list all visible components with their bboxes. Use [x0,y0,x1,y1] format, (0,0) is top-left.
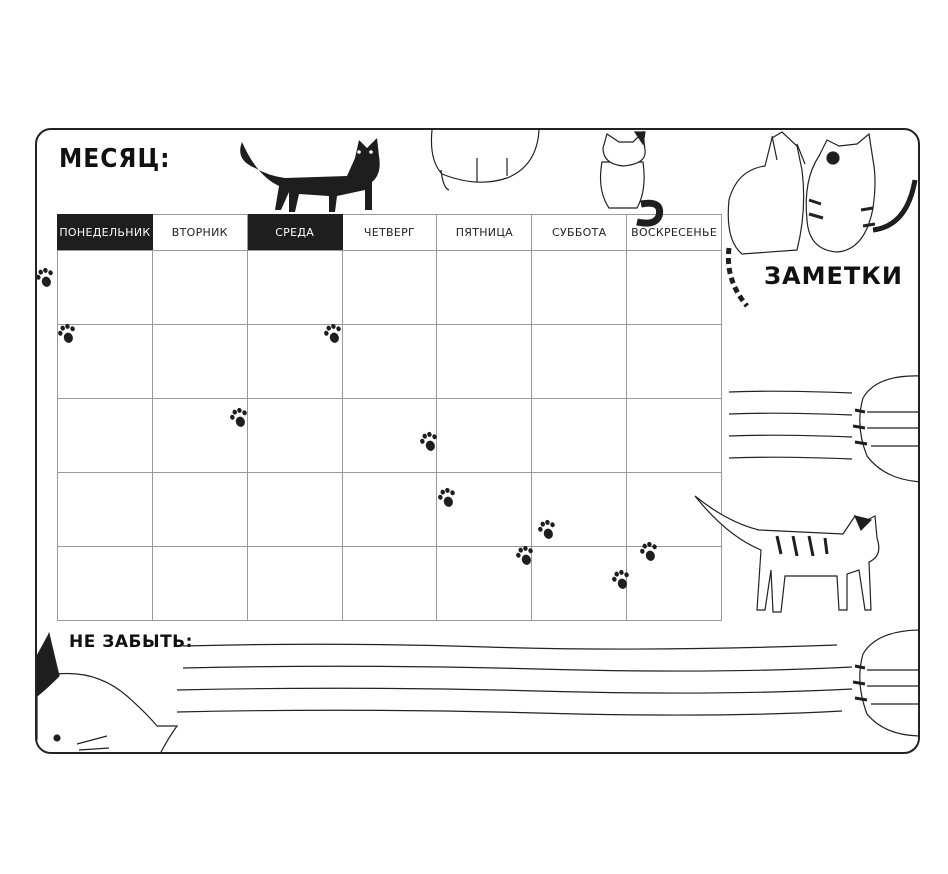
calendar-day-cell[interactable] [627,325,722,399]
calendar-day-cell[interactable] [627,473,722,547]
cat-illustration [852,375,918,483]
notes-label: ЗАМЕТКИ [764,262,903,290]
paw-print-icon [516,545,533,565]
calendar-day-cell[interactable] [247,325,343,399]
calendar-day-cell[interactable] [58,399,153,473]
paw-print-icon [438,487,455,507]
calendar-day-cell[interactable] [437,547,533,621]
paw-print-icon [640,541,657,561]
calendar-day-cell[interactable] [532,251,628,325]
paw-print-icon [420,431,437,451]
weekday-tuesday: ВТОРНИК [152,214,248,250]
weekday-header: ПОНЕДЕЛЬНИК ВТОРНИК СРЕДА ЧЕТВЕРГ ПЯТНИЦ… [57,214,723,250]
calendar-grid [57,250,722,621]
weekday-friday: ПЯТНИЦА [437,214,533,250]
paw-print-icon [37,267,657,589]
decorations [37,130,918,752]
calendar-day-cell[interactable] [437,325,533,399]
calendar-day-cell[interactable] [247,251,343,325]
calendar-day-cell[interactable] [342,325,438,399]
planner-board: МЕСЯЦ: ПОНЕДЕЛЬНИК ВТОРНИК СРЕДА ЧЕТВЕРГ… [35,128,920,754]
cat-illustration [694,495,880,613]
calendar-day-cell[interactable] [247,473,343,547]
notes-lines[interactable] [728,390,853,460]
paw-print-icon [58,323,75,343]
calendar-day-cell[interactable] [342,399,438,473]
calendar-day-cell[interactable] [627,547,722,621]
paw-print-icon [612,569,629,589]
weekday-saturday: СУББОТА [532,214,628,250]
paw-print-icon [324,323,341,343]
weekday-thursday: ЧЕТВЕРГ [342,214,438,250]
cat-illustration [852,629,918,737]
calendar-day-cell[interactable] [532,473,628,547]
calendar-day-cell[interactable] [152,325,248,399]
remember-lines[interactable] [176,643,853,716]
calendar-day-cell[interactable] [58,251,153,325]
calendar-day-cell[interactable] [437,473,533,547]
paw-print-icon [37,267,53,287]
cat-illustration [725,131,918,308]
calendar-day-cell[interactable] [247,399,343,473]
calendar-day-cell[interactable] [247,547,343,621]
weekday-wednesday: СРЕДА [247,214,343,250]
calendar-day-cell[interactable] [58,547,153,621]
calendar-day-cell[interactable] [437,399,533,473]
weekday-sunday: ВОСКРЕСЕНЬЕ [627,214,723,250]
cat-illustration [599,130,664,227]
calendar: ПОНЕДЕЛЬНИК ВТОРНИК СРЕДА ЧЕТВЕРГ ПЯТНИЦ… [57,214,723,621]
calendar-day-cell[interactable] [532,325,628,399]
calendar-day-cell[interactable] [152,399,248,473]
remember-label: НЕ ЗАБЫТЬ: [69,632,193,652]
paw-print-icon [538,519,555,539]
calendar-day-cell[interactable] [58,325,153,399]
cat-illustration [37,631,179,752]
calendar-day-cell[interactable] [342,473,438,547]
calendar-day-cell[interactable] [627,399,722,473]
calendar-day-cell[interactable] [342,251,438,325]
calendar-day-cell[interactable] [152,473,248,547]
month-label: МЕСЯЦ: [59,144,171,174]
calendar-day-cell[interactable] [532,399,628,473]
calendar-day-cell[interactable] [342,547,438,621]
calendar-day-cell[interactable] [152,251,248,325]
calendar-day-cell[interactable] [437,251,533,325]
cat-illustration [240,138,380,212]
calendar-day-cell[interactable] [152,547,248,621]
calendar-day-cell[interactable] [627,251,722,325]
cat-illustration [430,130,540,191]
calendar-day-cell[interactable] [58,473,153,547]
paw-print-icon [230,407,247,427]
weekday-monday: ПОНЕДЕЛЬНИК [57,214,153,250]
